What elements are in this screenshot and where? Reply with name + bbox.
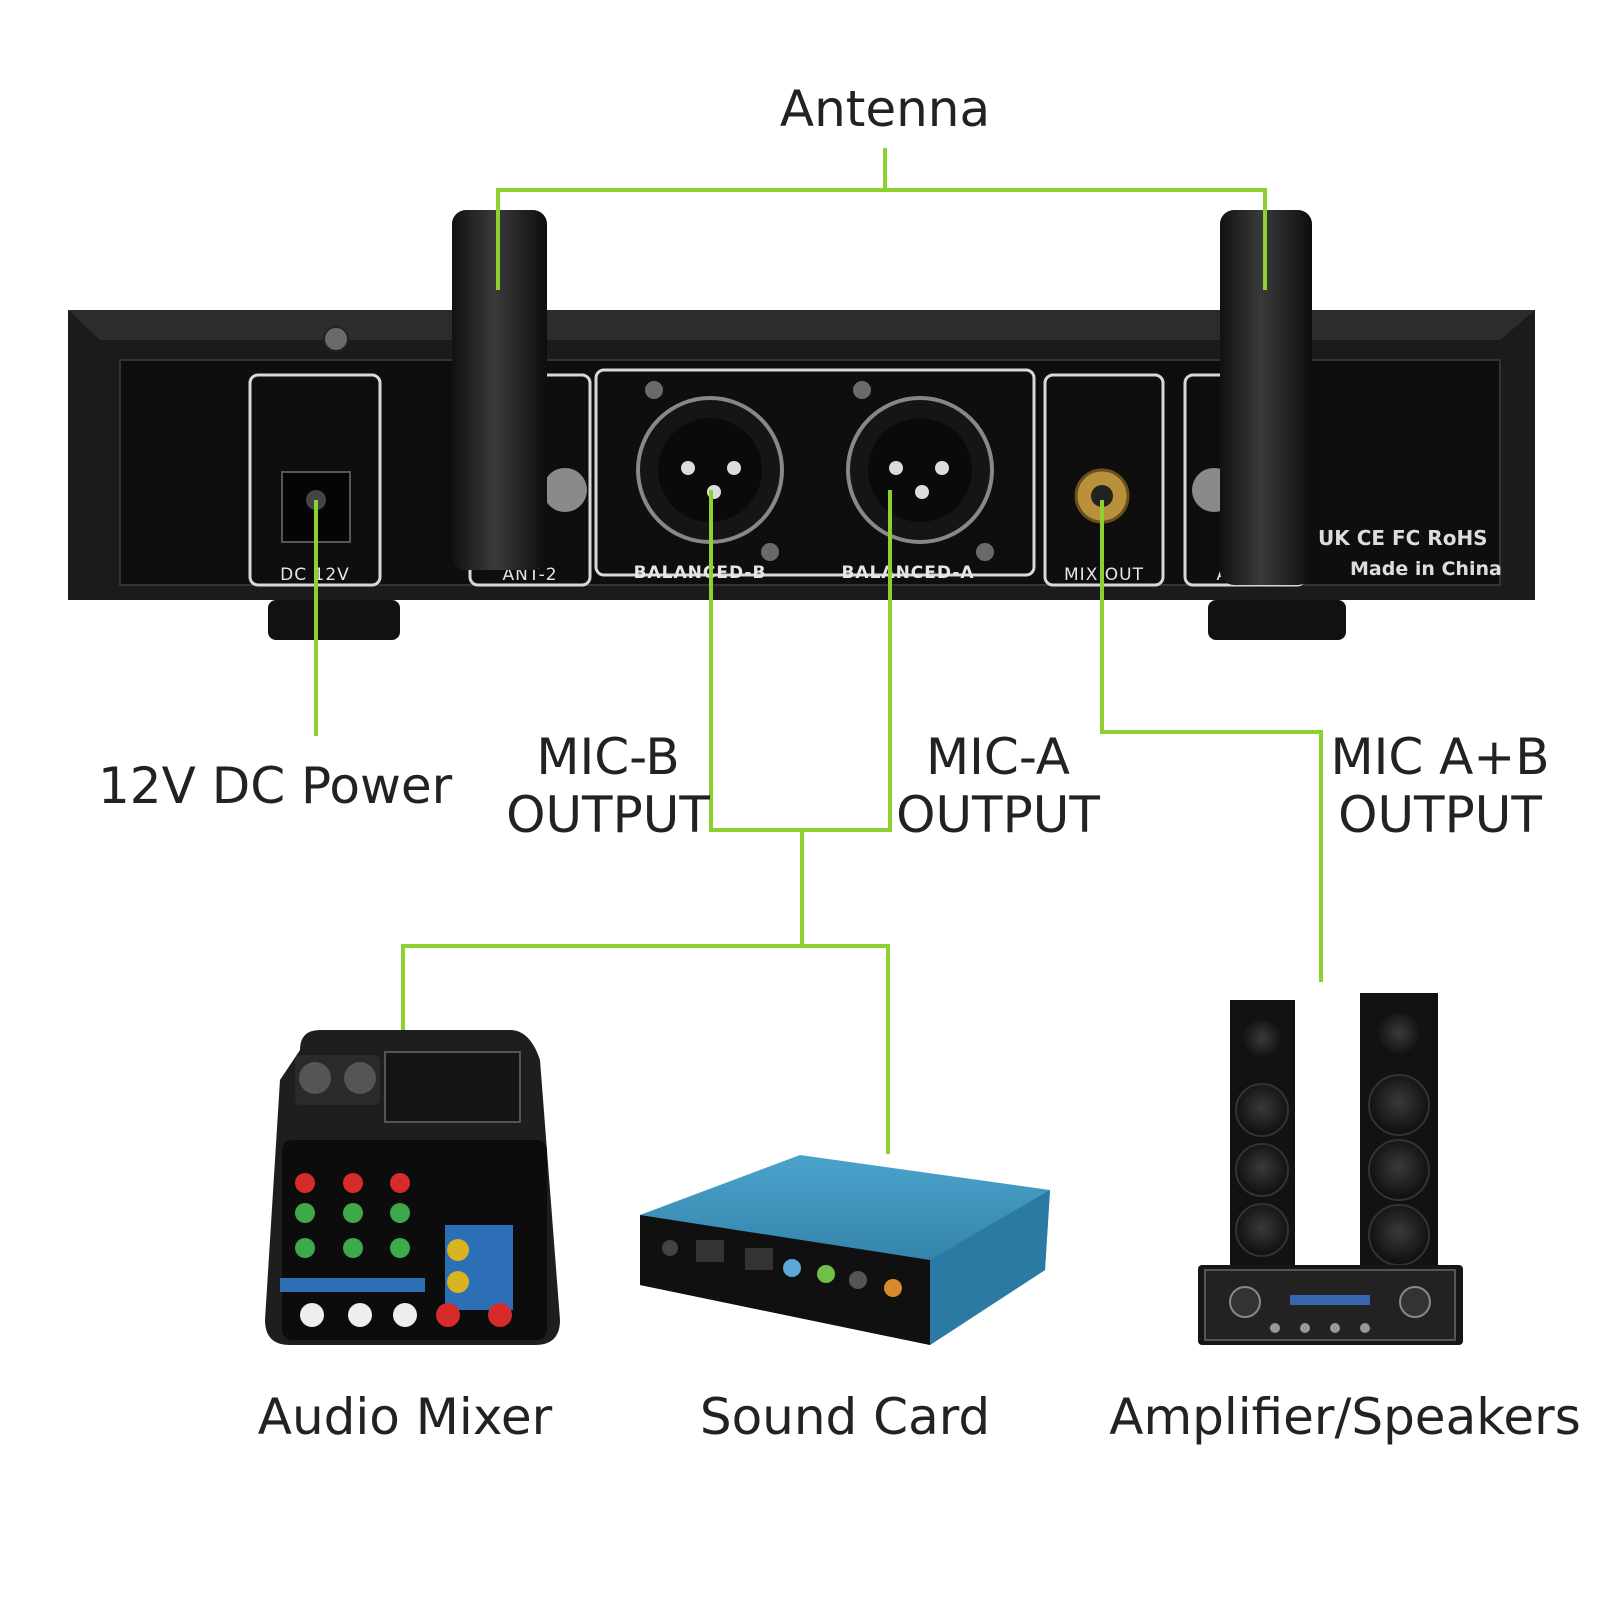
mic-b-output-label: MIC-B OUTPUT [498,728,718,844]
amplifier-speakers-label: Amplifier/Speakers [1109,1388,1581,1446]
mic-ab-output-label: MIC A+B OUTPUT [1320,728,1560,844]
dc-power-label: 12V DC Power [98,757,453,815]
xlr-b-icon [636,381,784,561]
sound-card-label: Sound Card [699,1388,991,1446]
antenna-right [1220,210,1312,585]
mic-a-output-label: MIC-A OUTPUT [888,728,1108,844]
made-in-label: Made in China [1350,558,1502,580]
audio-mixer-device [265,1030,560,1345]
connector-lines [314,148,1323,1154]
mic-ab-label-line2: OUTPUT [1338,786,1542,844]
audio-mixer-label: Audio Mixer [257,1388,553,1446]
certification-marks: UK CE FC RoHS [1318,526,1488,550]
mic-b-label-line1: MIC-B [536,728,680,786]
balanced-b-label: BALANCED-B [634,563,767,583]
receiver-rear-panel: DC 12V ANT-2 BALANCED-B BALANCED-A MIX O… [68,210,1535,640]
xlr-a-icon [846,381,994,561]
screw-icon [323,326,349,352]
antenna-label: Antenna [779,80,991,138]
balanced-a-label: BALANCED-A [841,563,974,583]
mic-ab-label-line1: MIC A+B [1330,728,1550,786]
amplifier-speakers-device [1198,993,1463,1345]
mic-a-label-line2: OUTPUT [896,786,1100,844]
mic-a-label-line1: MIC-A [926,728,1070,786]
mic-b-label-line2: OUTPUT [506,786,710,844]
sound-card-device [640,1155,1050,1345]
